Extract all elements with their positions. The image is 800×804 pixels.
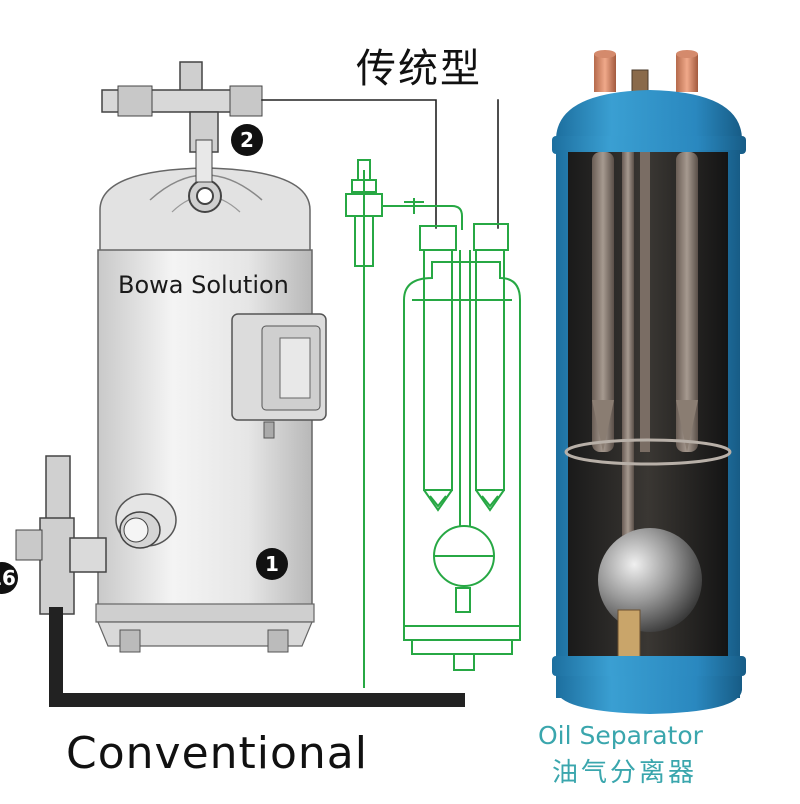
compressor-label: Bowa Solution [118, 271, 289, 299]
green-separator-schematic [345, 159, 521, 688]
oil-separator-photo [552, 50, 746, 714]
product-name-cn: 油气分离器 [552, 758, 698, 788]
conventional-type-title: 传统型 [356, 46, 482, 92]
black-pipes [49, 99, 499, 707]
marker-1: 1 [256, 548, 288, 580]
product-name-en: Oil Separator [538, 721, 703, 750]
marker-16: 16 [0, 562, 18, 594]
compressor [95, 167, 327, 653]
suction-valve [15, 455, 107, 615]
conventional-label: Conventional [66, 728, 368, 779]
discharge-valve [101, 61, 263, 183]
marker-2: 2 [231, 124, 263, 156]
